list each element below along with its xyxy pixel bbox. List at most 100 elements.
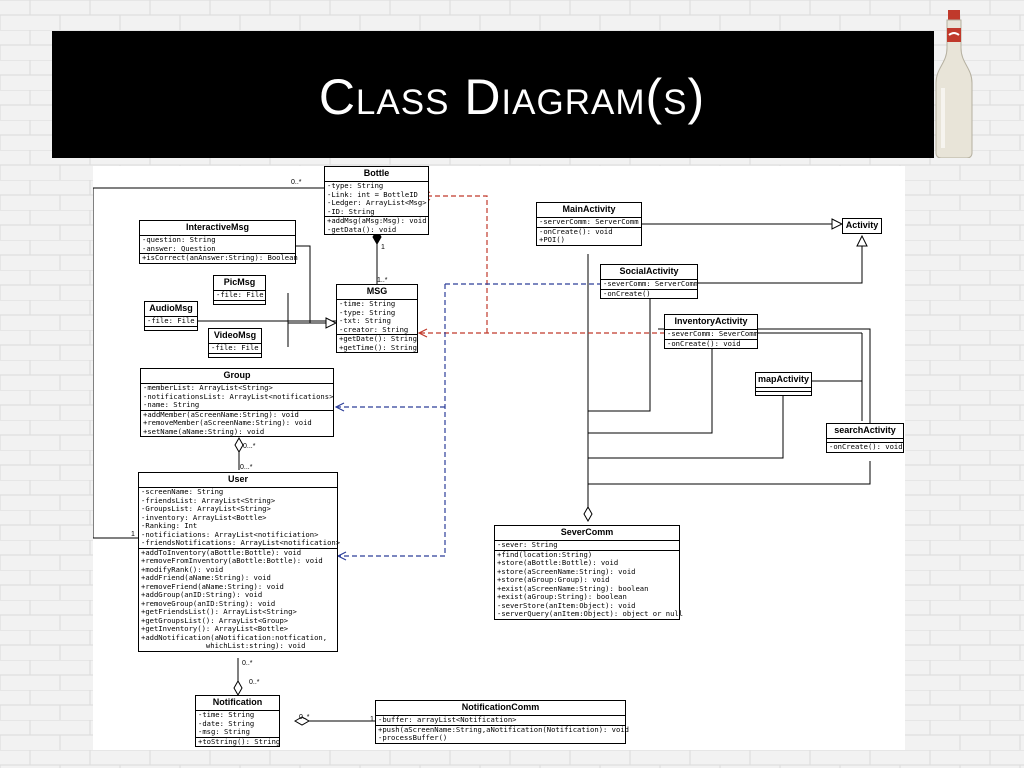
map-activity-severcomm: [588, 391, 784, 459]
class-name: InventoryActivity: [665, 315, 757, 330]
operations-section: [145, 327, 197, 330]
attribute: -file: File: [147, 316, 195, 325]
attribute: -friendsList: ArrayList<String>: [141, 495, 276, 505]
interactive-msg-inheritance: [296, 245, 311, 323]
multiplicity-label: 1..*: [377, 277, 388, 284]
class-map-activity: mapActivity: [755, 372, 812, 396]
operations-section: +getDate(): String +getTime(): String: [337, 334, 417, 352]
class-bottle: Bottle -type: String -Link: int = Bottle…: [324, 166, 429, 235]
attribute: -answer: Question: [142, 243, 216, 253]
operations-section: [209, 354, 261, 357]
multiplicity-label: 1: [381, 244, 385, 251]
attribute: -time: String: [198, 710, 255, 719]
attribute: -notificiations: ArrayList<notificiation…: [141, 529, 319, 539]
class-sever-comm: SeverComm -sever: String +find(location:…: [494, 525, 684, 620]
operation: +addFriend(aName:String): void: [141, 573, 271, 582]
operations-section: -onCreate(): [601, 288, 697, 299]
operation: +getGroupsList(): ArrayList<Group>: [141, 615, 289, 625]
attribute: -notificationsList: ArrayList<notificati…: [143, 391, 334, 401]
attribute: -txt: String: [339, 316, 391, 325]
operation: +exist(aGroup:String): boolean: [497, 592, 627, 601]
multiplicity-label: 0...*: [240, 464, 253, 471]
bottle-icon: [935, 10, 973, 158]
attributes-section: [756, 388, 811, 392]
class-name: Notification: [196, 696, 279, 711]
operation: +getFriendsList(): ArrayList<String>: [141, 607, 297, 616]
operation: +store(aGroup:Group): void: [497, 575, 610, 584]
operation: -processBuffer(): [378, 733, 448, 742]
multiplicity-label: 0..*: [242, 660, 253, 667]
operation: -onCreate(): [603, 288, 651, 298]
operation: +POI(): [539, 235, 565, 244]
multiplicity-label: 0...*: [243, 443, 256, 450]
class-name: PicMsg: [214, 276, 265, 291]
class-msg: MSG -time: String -type: String -txt: St…: [336, 284, 418, 353]
class-notification-comm: NotificationComm -buffer: arrayList<Noti…: [375, 700, 629, 744]
class-audio-msg: AudioMsg -file: File: [144, 301, 198, 331]
class-name: Bottle: [325, 167, 428, 182]
attributes-section: -question: String -answer: Question: [140, 235, 295, 254]
attribute: -friendsNotifications: ArrayList<notific…: [141, 538, 341, 547]
attributes-section: -memberList: ArrayList<String> -notifica…: [141, 383, 334, 411]
attribute: -name: String: [143, 400, 200, 409]
operation: -onCreate(): void: [829, 442, 903, 451]
class-pic-msg: PicMsg -file: File: [213, 275, 266, 305]
attribute: -memberList: ArrayList<String>: [143, 383, 273, 392]
class-inventory-activity: InventoryActivity -severComm: SeverComm …: [664, 314, 758, 349]
search-activity-severcomm: [588, 461, 871, 485]
operation: +getTime(): String: [339, 342, 417, 352]
relationship-lines: [93, 187, 871, 726]
operations-section: +push(aScreenName:String,aNotification(N…: [376, 725, 629, 743]
class-name: AudioMsg: [145, 302, 197, 317]
slide-title: Class Diagram(s): [318, 69, 706, 125]
class-activity: Activity: [842, 218, 882, 234]
class-name: VideoMsg: [209, 329, 261, 344]
attribute: -file: File: [211, 343, 259, 352]
attributes-section: -time: String -date: String -msg: String: [196, 710, 279, 738]
operations-section: -onCreate(): void +POI(): [537, 226, 641, 245]
class-name: Group: [141, 369, 333, 384]
comm-aggregation-diamond: [293, 716, 311, 726]
operations-section: +toString(): String: [196, 736, 281, 747]
attributes-section: -file: File: [209, 343, 261, 354]
operation: +store(aBottle:Bottle): void: [497, 558, 619, 567]
attributes-section: [827, 439, 903, 443]
attributes-section: -serverComm: ServerComm: [537, 217, 641, 228]
attributes-section: -file: File: [214, 290, 265, 301]
operation: +getDate(): String: [339, 334, 417, 343]
user-bottle-association: [93, 187, 331, 539]
attribute: -msg: String: [198, 727, 250, 736]
class-name: mapActivity: [756, 373, 811, 388]
class-user: User -screenName: String -friendsList: A…: [138, 472, 341, 652]
class-name: Activity: [845, 220, 879, 230]
class-main-activity: MainActivity -serverComm: ServerComm -on…: [536, 202, 642, 246]
operations-section: [214, 301, 265, 304]
attributes-section: -type: String -Link: int = BottleID -Led…: [325, 181, 428, 217]
class-name: NotificationComm: [376, 701, 625, 716]
operations-section: +addMember(aScreenName:String): void +re…: [141, 410, 333, 437]
operation: -getData(): void: [327, 224, 397, 234]
operations-section: -onCreate(): void: [665, 339, 757, 349]
operation: +getInventory(): ArrayList<Bottle>: [141, 624, 289, 633]
class-search-activity: searchActivity -onCreate(): void: [826, 423, 904, 453]
operation: +addNotification(aNotification:notficati…: [141, 632, 328, 642]
inventory-activity-severcomm: [588, 346, 713, 434]
class-name: SeverComm: [495, 526, 679, 541]
class-name: MainActivity: [537, 203, 641, 218]
operation: +removeFriend(aName:String): void: [141, 581, 284, 591]
attributes-section: -file: File: [145, 316, 197, 327]
operations-section: +isCorrect(anAnswer:String): Boolean: [140, 253, 298, 263]
class-name: MSG: [337, 285, 417, 300]
operation: -onCreate(): void: [539, 226, 613, 236]
class-video-msg: VideoMsg -file: File: [208, 328, 262, 358]
operation: +toString(): String: [198, 736, 281, 746]
attribute: -creator: String: [339, 324, 409, 334]
operation: -serverQuery(anItem:Object): object or n…: [497, 609, 684, 618]
operation: +removeGroup(anID:String): void: [141, 598, 276, 608]
attribute: -sever: String: [497, 540, 558, 549]
class-name: SocialActivity: [601, 265, 697, 280]
blue-dependency-to-user: [338, 284, 446, 556]
video-msg-inheritance: [287, 323, 336, 347]
multiplicity-label: 0..*: [299, 714, 310, 721]
attribute: -GroupsList: ArrayList<String>: [141, 504, 271, 513]
